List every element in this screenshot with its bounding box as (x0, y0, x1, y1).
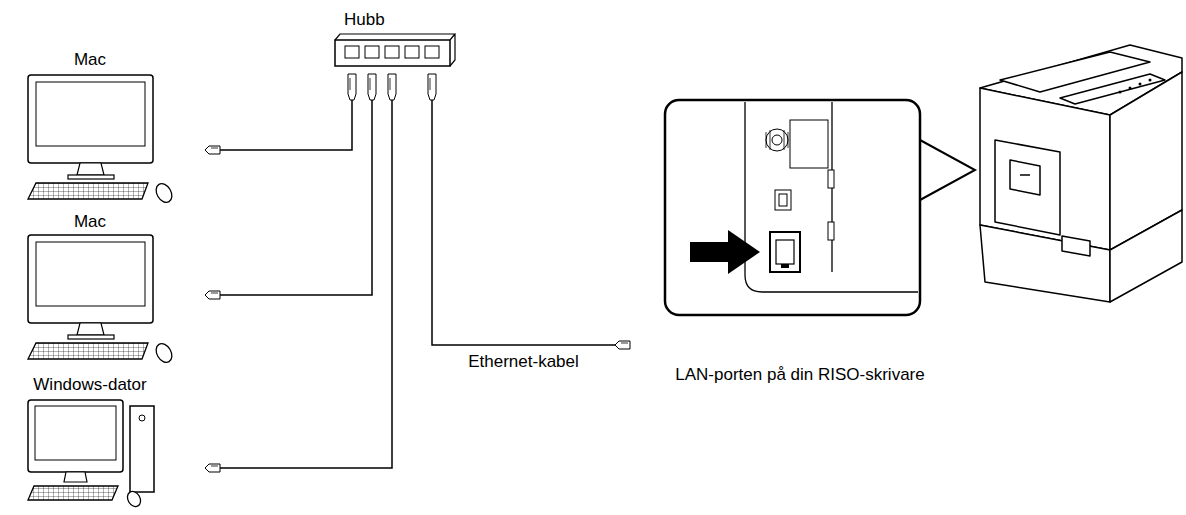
cable-label: Ethernet-kabel (466, 352, 581, 372)
computer-node: Mac (20, 207, 220, 357)
computer-node: Mac (20, 45, 220, 195)
hub-box: Hubb (330, 5, 455, 100)
node-label: Mac (74, 50, 106, 70)
network-cable (220, 100, 372, 295)
node-label: Hubb (344, 10, 385, 30)
network-cable (220, 100, 352, 150)
inset-box: LAN-porten på din RISO-skrivare (615, 95, 985, 390)
network-cable (220, 100, 392, 468)
node-label: LAN-porten på din RISO-skrivare (675, 365, 924, 385)
computer-node: Windows-dator (20, 370, 220, 510)
node-label: Mac (74, 212, 106, 232)
network-cable (432, 100, 615, 345)
node-label: Windows-dator (33, 375, 146, 395)
